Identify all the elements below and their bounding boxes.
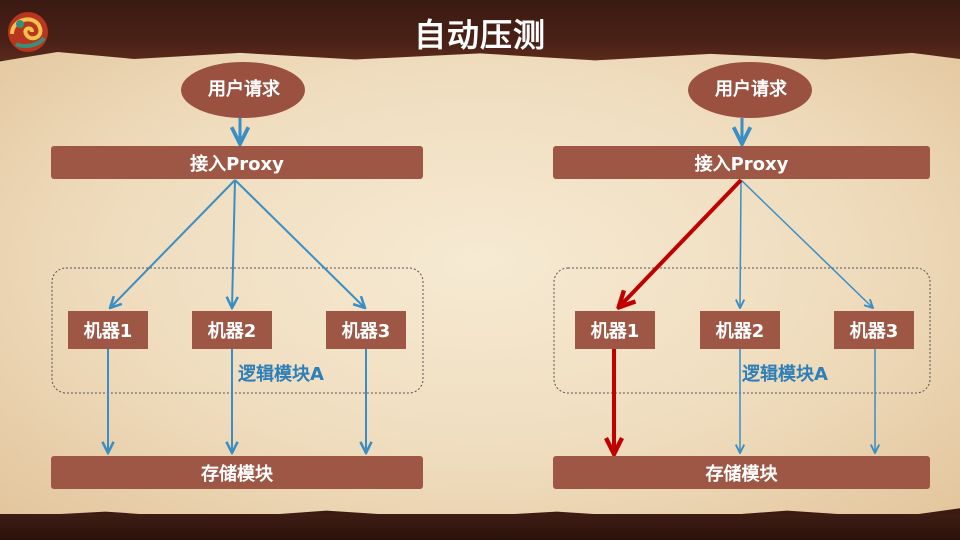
proxy-to-machine1-arrow bbox=[110, 179, 236, 308]
proxy-label: 接入Proxy bbox=[190, 153, 284, 175]
machine1-box bbox=[68, 311, 148, 349]
logic-module-region bbox=[553, 267, 931, 394]
user-request-label: 用户请求 bbox=[208, 79, 280, 100]
proxy-to-machine2-arrow bbox=[740, 179, 741, 308]
footer-band bbox=[0, 514, 960, 540]
user-request-node bbox=[688, 62, 812, 118]
machine2-label: 机器2 bbox=[715, 321, 765, 342]
proxy-bar bbox=[51, 146, 423, 179]
right-panel bbox=[553, 62, 931, 489]
machine1-label: 机器1 bbox=[590, 321, 640, 342]
machine1-box bbox=[575, 311, 655, 349]
storage-bar bbox=[553, 456, 930, 489]
logic-module-label: 逻辑模块A bbox=[238, 364, 324, 385]
proxy-to-machine2-arrow bbox=[232, 179, 235, 308]
logic-module-label: 逻辑模块A bbox=[742, 364, 828, 385]
proxy-to-machine1-highlight-arrow bbox=[620, 178, 743, 306]
logic-module-region bbox=[51, 267, 424, 394]
user-request-node bbox=[181, 62, 305, 118]
machine3-label: 机器3 bbox=[849, 321, 899, 342]
machine2-box bbox=[192, 311, 272, 349]
machine1-label: 机器1 bbox=[83, 321, 133, 342]
storage-label: 存储模块 bbox=[201, 463, 273, 485]
parchment-background bbox=[0, 52, 960, 520]
left-panel bbox=[51, 62, 424, 489]
proxy-to-machine3-arrow bbox=[234, 179, 365, 308]
proxy-label: 接入Proxy bbox=[694, 153, 789, 175]
proxy-to-machine3-arrow bbox=[740, 179, 873, 308]
swirl-logo-icon bbox=[8, 12, 48, 52]
machine3-box bbox=[326, 311, 406, 349]
machine3-label: 机器3 bbox=[341, 321, 391, 342]
machine2-box bbox=[700, 311, 780, 349]
header-band bbox=[0, 0, 960, 60]
storage-bar bbox=[51, 456, 423, 489]
storage-label: 存储模块 bbox=[705, 463, 778, 485]
proxy-bar bbox=[553, 146, 930, 179]
machine3-box bbox=[834, 311, 914, 349]
page-title: 自动压测 bbox=[413, 16, 546, 54]
user-request-label: 用户请求 bbox=[715, 79, 787, 100]
machine2-label: 机器2 bbox=[207, 321, 257, 342]
